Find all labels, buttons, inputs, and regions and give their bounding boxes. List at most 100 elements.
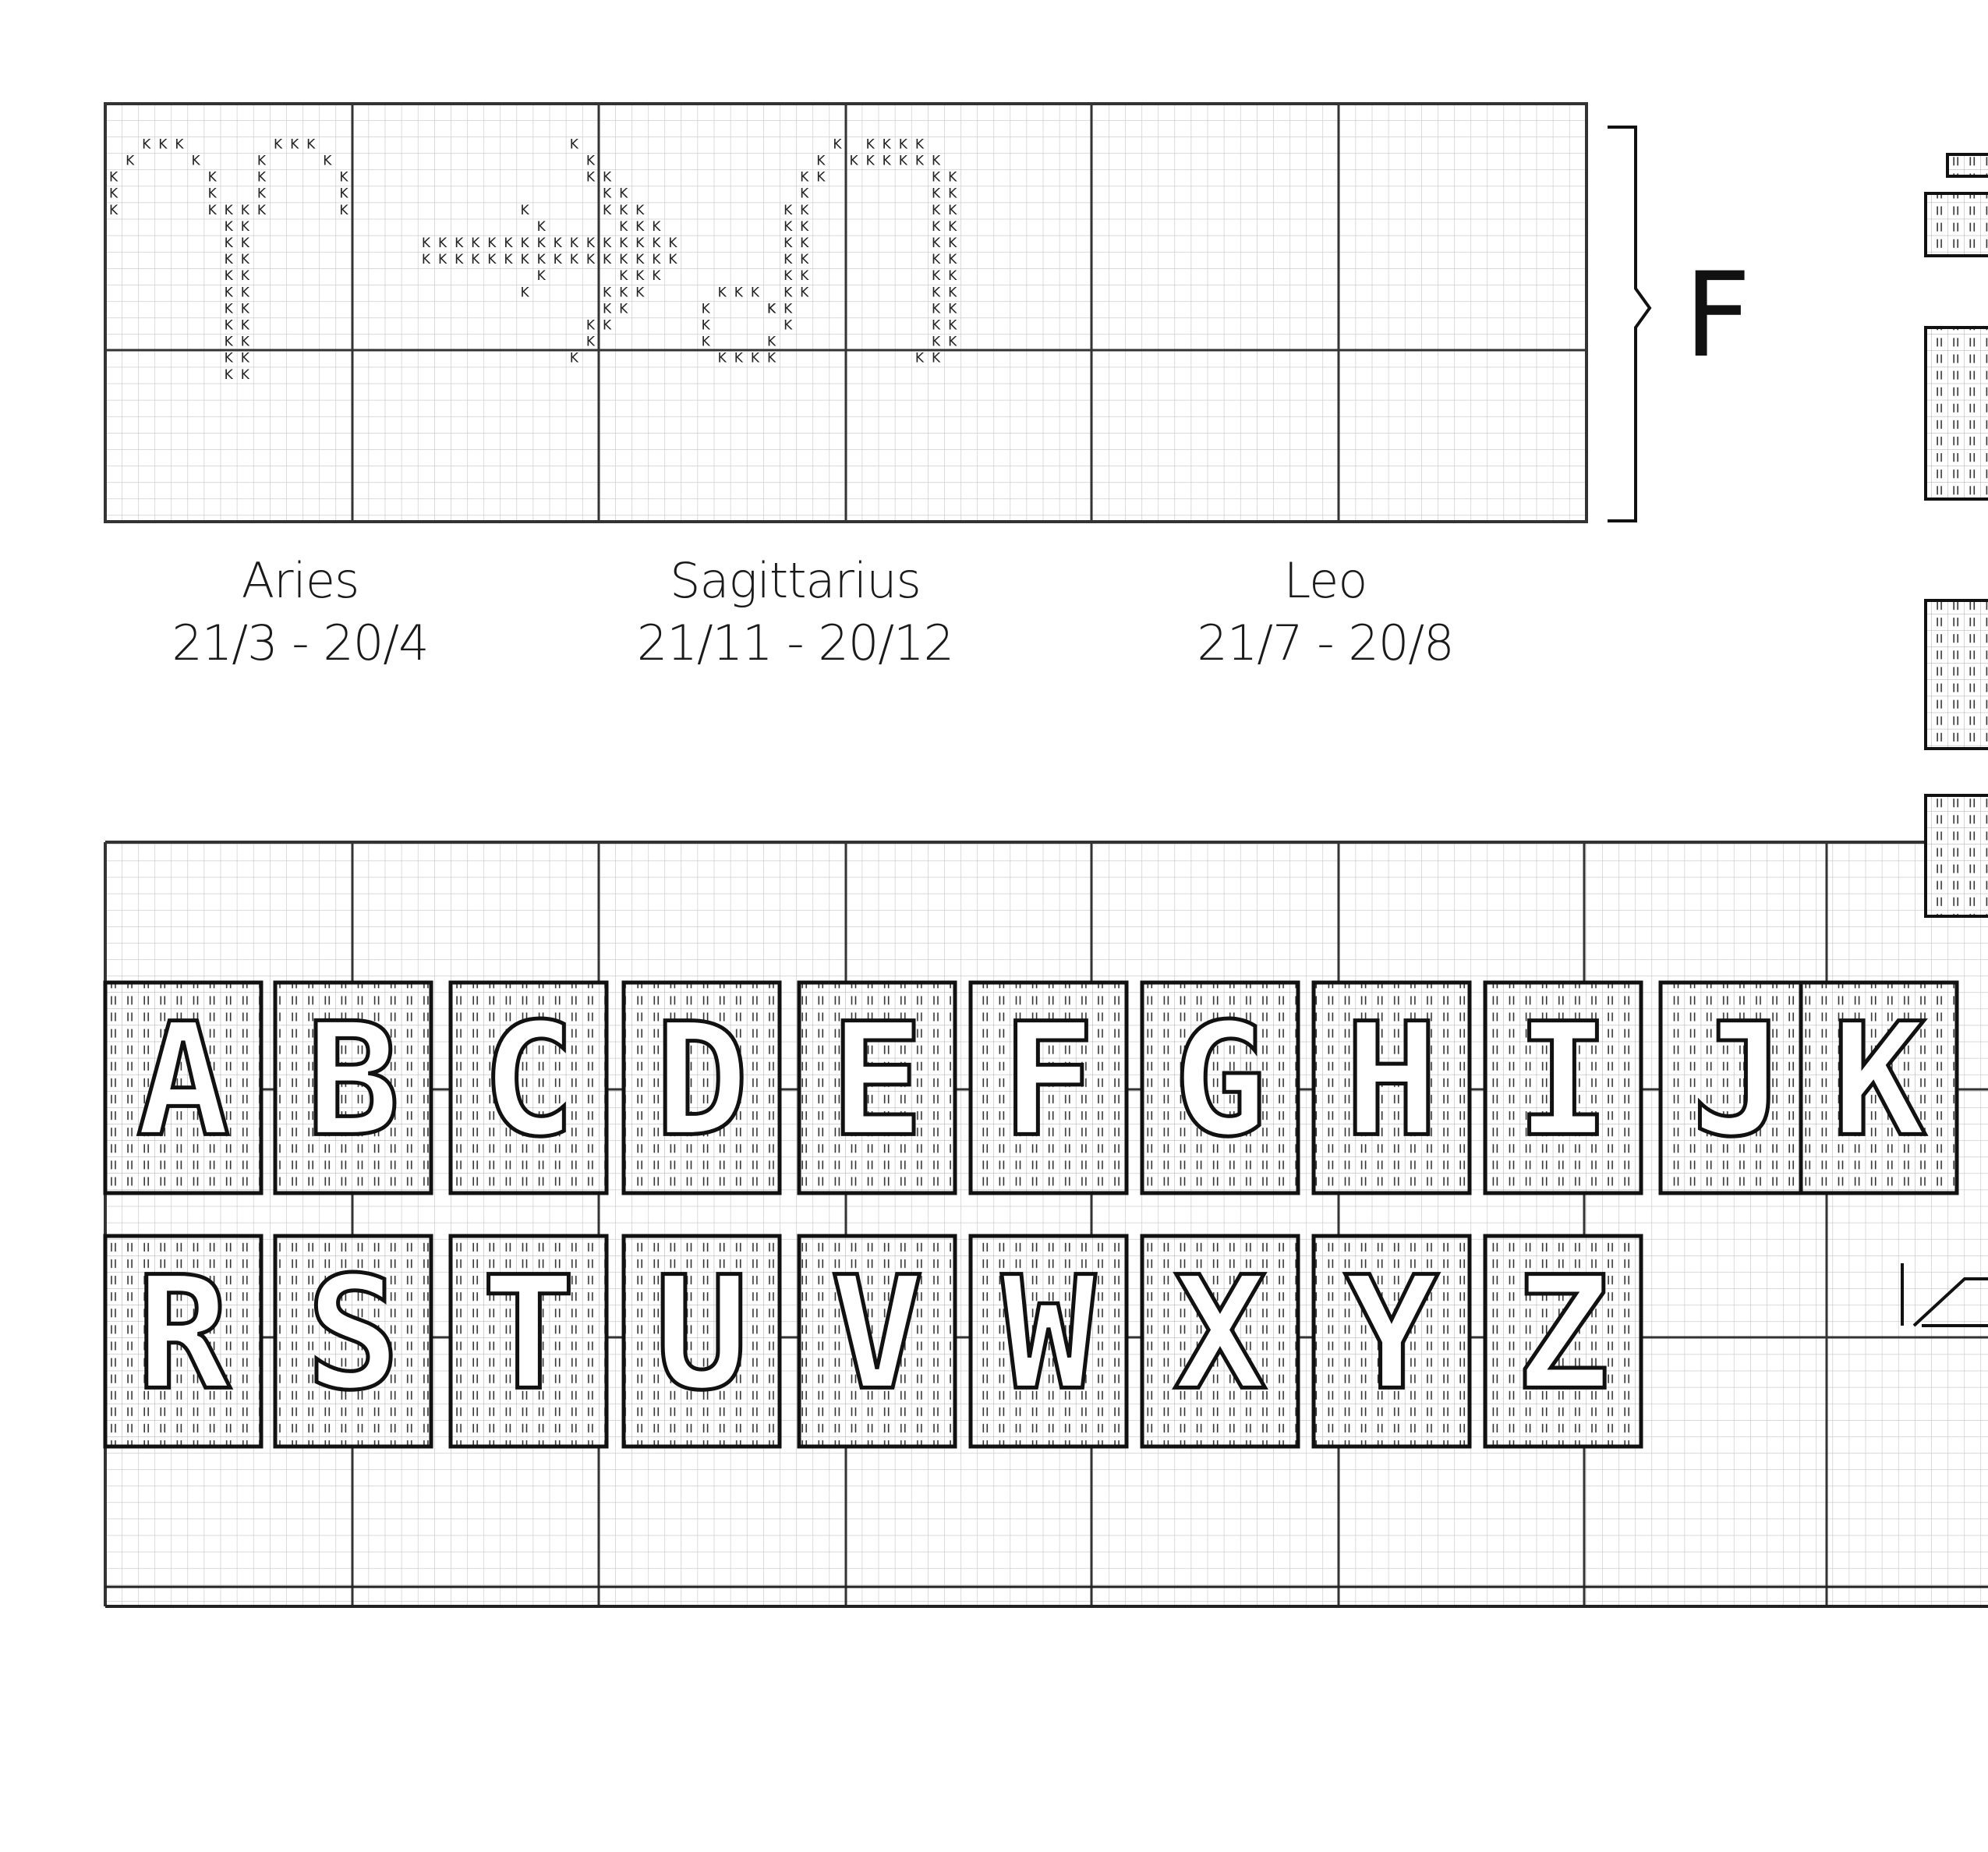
- letter-Z: Z: [1483, 1234, 1643, 1449]
- letter-S: S: [273, 1234, 433, 1449]
- stitch-k: K: [932, 186, 941, 202]
- letter-glyph: J: [1692, 990, 1785, 1171]
- section-letter: F: [1684, 248, 1752, 384]
- letter-V: V: [797, 1234, 957, 1449]
- letter-glyph: D: [655, 990, 748, 1171]
- stitch-k: K: [520, 252, 529, 267]
- stitch-k: K: [225, 203, 234, 218]
- stitch-k: K: [537, 252, 547, 267]
- stitch-k: K: [800, 170, 809, 186]
- stitch-k: K: [537, 268, 547, 284]
- stitch-k: K: [784, 268, 793, 284]
- stitch-k: K: [225, 351, 234, 367]
- letter-glyph: F: [1002, 990, 1095, 1171]
- stitch-k: K: [849, 153, 858, 168]
- stitch-k: K: [948, 219, 957, 235]
- letter-glyph: R: [136, 1243, 231, 1425]
- stitch-k: K: [767, 351, 776, 367]
- stitch-k: K: [339, 186, 348, 202]
- stitch-k: K: [241, 367, 250, 383]
- stitch-k: K: [570, 252, 579, 267]
- stitch-k: K: [257, 186, 267, 202]
- letter-B: B: [273, 980, 433, 1195]
- stitch-k: K: [932, 203, 941, 218]
- stitch-k: K: [635, 252, 645, 267]
- stitch-k: K: [603, 170, 612, 186]
- stitch-k: K: [800, 268, 809, 284]
- letter-glyph: K: [1832, 990, 1926, 1171]
- stitch-k: K: [339, 203, 348, 218]
- stitch-k: K: [339, 170, 348, 186]
- stitch-k: K: [241, 268, 250, 284]
- letter-glyph: G: [1173, 990, 1267, 1171]
- letter-glyph: T: [482, 1243, 575, 1425]
- letter-Y: Y: [1311, 1234, 1472, 1449]
- stitch-k: K: [603, 252, 612, 267]
- stitch-k: K: [225, 235, 234, 251]
- stitch-k: K: [932, 170, 941, 186]
- stitch-k: K: [241, 252, 250, 267]
- stitch-k: K: [767, 335, 776, 350]
- stitch-k: K: [603, 301, 612, 317]
- letter-D: D: [621, 980, 782, 1195]
- stitch-k: K: [800, 235, 809, 251]
- stitch-k: K: [422, 235, 431, 251]
- stitch-k: K: [619, 186, 628, 202]
- stitch-k: K: [257, 170, 267, 186]
- letter-X: X: [1140, 1234, 1300, 1449]
- letter-G: G: [1140, 980, 1300, 1195]
- stitch-k: K: [948, 186, 957, 202]
- letter-E: E: [797, 980, 957, 1195]
- stitch-k: K: [668, 252, 677, 267]
- stitch-k: K: [241, 219, 250, 235]
- stitch-k: K: [603, 317, 612, 333]
- stitch-k: K: [816, 153, 826, 168]
- sign-name: Aries: [241, 552, 360, 609]
- stitch-k: K: [520, 285, 529, 300]
- stitch-k: K: [718, 285, 727, 300]
- sign-dates: 21/3 - 20/4: [172, 614, 429, 671]
- stitch-k: K: [142, 136, 151, 152]
- stitch-k: K: [932, 219, 941, 235]
- stitch-k: K: [948, 301, 957, 317]
- stitch-k: K: [504, 235, 513, 251]
- stitch-k: K: [603, 186, 612, 202]
- stitch-k: K: [800, 252, 809, 267]
- letter-glyph: A: [136, 990, 230, 1171]
- sign-dates: 21/11 - 20/12: [636, 614, 954, 671]
- stitch-k: K: [800, 186, 809, 202]
- stitch-k: K: [455, 252, 464, 267]
- stitch-k: K: [586, 317, 596, 333]
- stitch-k: K: [570, 136, 579, 152]
- stitch-k: K: [883, 136, 892, 152]
- stitch-k: K: [734, 285, 744, 300]
- letter-glyph: H: [1345, 990, 1438, 1171]
- stitch-k: K: [586, 235, 596, 251]
- stitch-k: K: [899, 153, 908, 168]
- stitch-k: K: [241, 285, 250, 300]
- letter-glyph: Z: [1516, 1243, 1610, 1425]
- stitch-k: K: [702, 317, 711, 333]
- stitch-k: K: [257, 153, 267, 168]
- letter-glyph: V: [830, 1243, 924, 1425]
- letter-K: K: [1799, 980, 1959, 1195]
- stitch-k: K: [586, 170, 596, 186]
- letter-U: U: [621, 1234, 782, 1449]
- stitch-k: K: [948, 203, 957, 218]
- stitch-k: K: [668, 235, 677, 251]
- stitch-k: K: [702, 301, 711, 317]
- stitch-k: K: [784, 301, 793, 317]
- stitch-k: K: [241, 335, 250, 350]
- stitch-k: K: [784, 285, 793, 300]
- stitch-k: K: [126, 153, 135, 168]
- stitch-k: K: [208, 186, 218, 202]
- stitch-k: K: [652, 268, 661, 284]
- stitch-k: K: [734, 351, 744, 367]
- sign-name: Leo: [1283, 552, 1368, 609]
- stitch-k: K: [948, 235, 957, 251]
- stitch-k: K: [948, 170, 957, 186]
- stitch-k: K: [487, 235, 497, 251]
- stitch-k: K: [635, 203, 645, 218]
- stitch-k: K: [619, 252, 628, 267]
- stitch-k: K: [619, 268, 628, 284]
